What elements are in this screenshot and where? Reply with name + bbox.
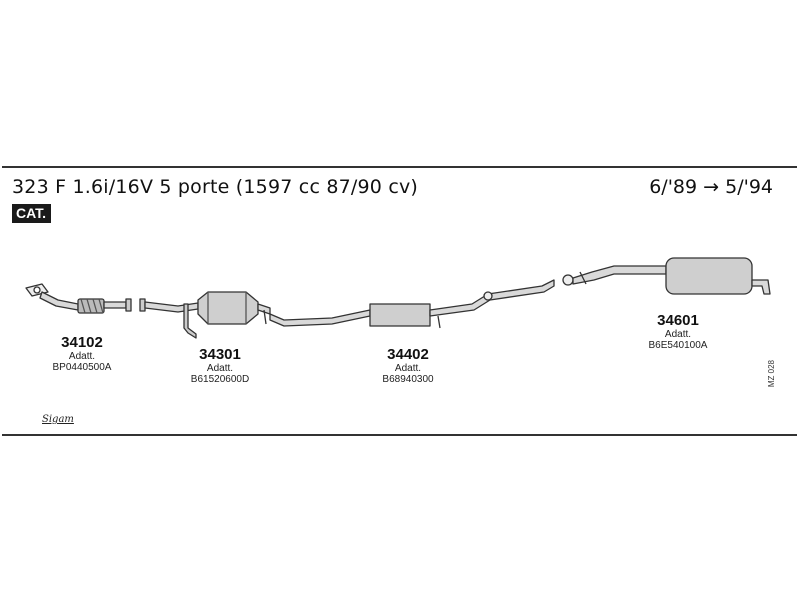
part-number: 34102 bbox=[61, 334, 103, 351]
part-adapter-label: Adatt. bbox=[664, 329, 692, 340]
catalytic-converter-34301 bbox=[139, 291, 271, 339]
part-adapter-label: Adatt. bbox=[394, 363, 422, 374]
middle-silencer-34402 bbox=[269, 279, 555, 329]
part-number: 34301 bbox=[199, 346, 241, 363]
part-number: 34402 bbox=[387, 346, 429, 363]
part-34402-label: 34402 Adatt. B68940300 bbox=[358, 346, 458, 386]
part-oem-code: B61520600D bbox=[190, 374, 250, 385]
exhaust-diagram-panel: 323 F 1.6i/16V 5 porte (1597 cc 87/90 cv… bbox=[2, 166, 797, 436]
catalyst-badge: CAT. bbox=[12, 204, 52, 223]
rear-silencer-34601 bbox=[562, 257, 771, 295]
part-oem-code: B6E540100A bbox=[648, 340, 708, 351]
diagram-reference: MZ 028 bbox=[767, 360, 776, 388]
model-title: 323 F 1.6i/16V 5 porte (1597 cc 87/90 cv… bbox=[12, 176, 419, 198]
part-adapter-label: Adatt. bbox=[206, 363, 234, 374]
part-34102-label: 34102 Adatt. BP0440500A bbox=[32, 334, 132, 374]
part-adapter-label: Adatt. bbox=[68, 351, 96, 362]
part-oem-code: BP0440500A bbox=[52, 362, 112, 373]
front-pipe-34102 bbox=[25, 283, 132, 314]
brand-logo: Sigam bbox=[42, 414, 74, 425]
exhaust-system-drawing bbox=[25, 257, 771, 339]
part-oem-code: B68940300 bbox=[382, 374, 434, 385]
production-years: 6/'89 → 5/'94 bbox=[649, 176, 773, 198]
part-34301-label: 34301 Adatt. B61520600D bbox=[170, 346, 270, 386]
part-34601-label: 34601 Adatt. B6E540100A bbox=[628, 312, 728, 352]
part-number: 34601 bbox=[657, 312, 699, 329]
